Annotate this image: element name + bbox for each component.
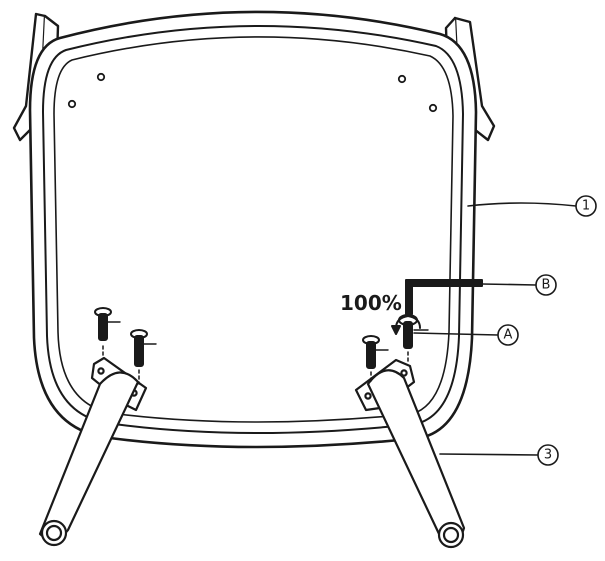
left-bolt-2-shank xyxy=(134,335,144,367)
callout-bolt-circle xyxy=(497,324,519,346)
hole-top-right xyxy=(397,74,407,84)
callout-bolt-label: A xyxy=(504,328,513,343)
mounting-holes xyxy=(67,72,438,113)
rotate-arrow-icon xyxy=(395,315,421,329)
callout-labels: 1 B A 3 xyxy=(504,199,591,463)
callout-seat-label: 1 xyxy=(582,199,590,214)
hole-mid-left xyxy=(67,99,77,109)
hole-top-left xyxy=(96,72,106,82)
right-bolt-2-shank xyxy=(403,321,413,349)
rotate-arrow-head-icon xyxy=(391,325,401,335)
right-bracket-hole-1 xyxy=(364,392,372,400)
callout-leaders xyxy=(413,202,577,456)
right-leg xyxy=(354,358,466,549)
right-bracket-hole-2 xyxy=(400,369,408,377)
leader-hex xyxy=(481,283,537,286)
left-leg-foot-inner xyxy=(45,524,63,542)
left-bolt-1-shank xyxy=(98,313,108,341)
right-bolt-1-shank xyxy=(366,341,376,369)
left-leg xyxy=(38,356,148,547)
left-bolts xyxy=(94,307,157,385)
callout-leg-label: 3 xyxy=(544,448,552,463)
right-leg-foot-inner xyxy=(442,526,460,544)
callout-hex-circle xyxy=(535,274,557,296)
hex-key xyxy=(405,279,483,315)
callout-hex-label: B xyxy=(542,278,551,293)
leader-seat xyxy=(467,202,577,207)
hole-mid-right xyxy=(428,103,438,113)
leader-bolt xyxy=(413,332,499,336)
hex-key-body xyxy=(405,279,483,315)
callout-circles xyxy=(497,195,597,466)
callout-seat-circle xyxy=(575,195,597,217)
left-bracket-hole-1 xyxy=(97,367,105,375)
torque-label: 100% xyxy=(340,291,402,315)
leader-leg xyxy=(439,453,539,456)
callout-leg-circle xyxy=(537,444,559,466)
